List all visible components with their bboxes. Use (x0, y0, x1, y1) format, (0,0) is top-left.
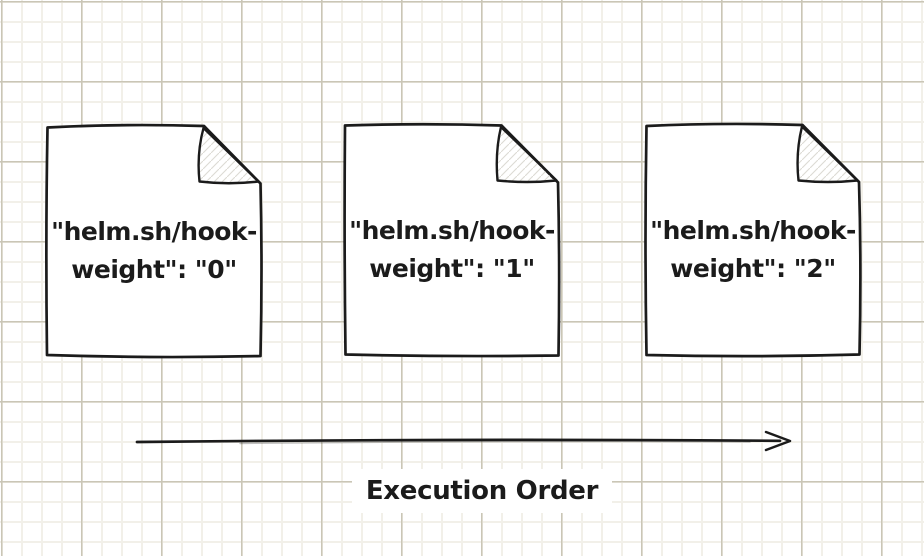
page-fold-corner-icon (796, 125, 859, 184)
document-card-hook-weight-1: "helm.sh/hook- weight": "1" (341, 120, 563, 360)
page-fold-corner-icon (495, 125, 558, 184)
arrow-shaft-echo (239, 440, 751, 445)
page-fold-corner-icon (197, 126, 260, 185)
execution-order-label: Execution Order (352, 469, 612, 513)
arrow-head-icon (764, 430, 792, 452)
execution-order-arrow (135, 430, 792, 452)
page-icon (45, 123, 263, 359)
arrow-shaft (135, 438, 782, 444)
page-icon (343, 122, 561, 358)
document-card-hook-weight-2: "helm.sh/hook- weight": "2" (642, 120, 864, 360)
document-card-hook-weight-0: "helm.sh/hook- weight": "0" (43, 121, 265, 361)
page-icon (644, 122, 862, 358)
